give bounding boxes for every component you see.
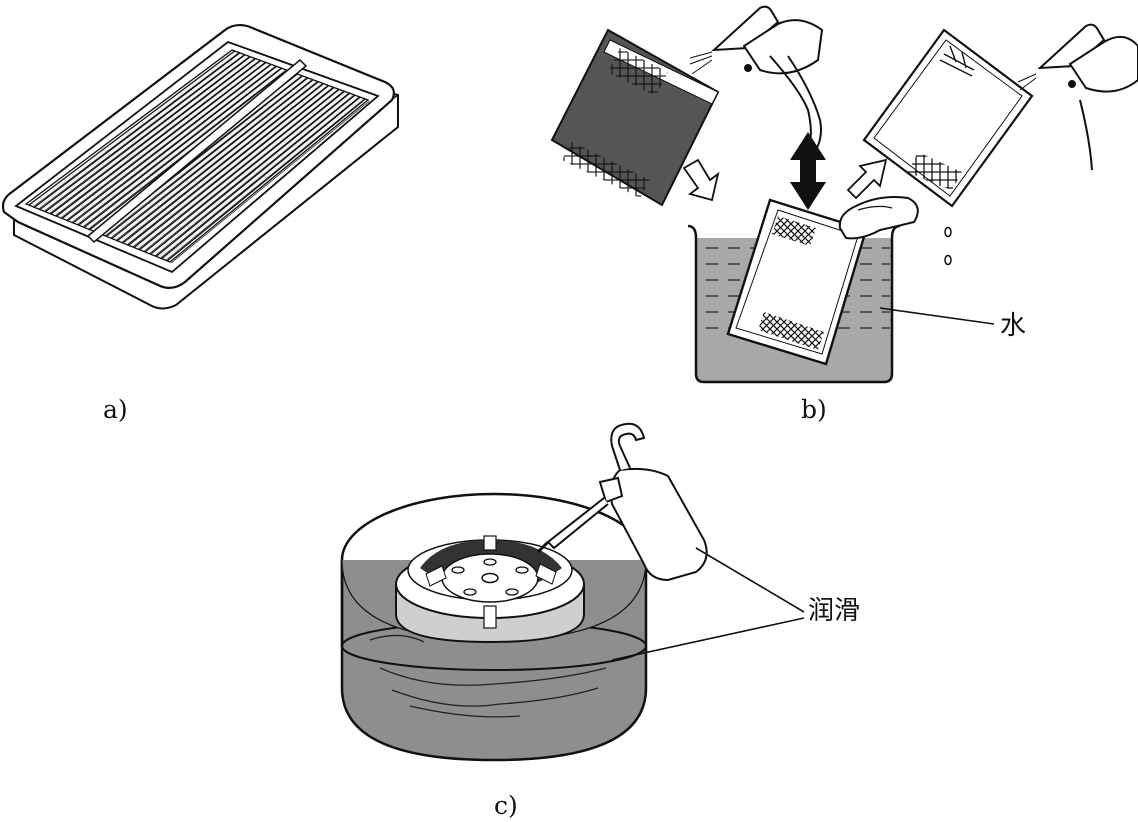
pleat-line [60,62,265,219]
caption-c: c) [494,791,518,820]
spray-bottle-left [711,5,824,157]
pleat-line [165,98,365,261]
panel-lubrication [340,422,805,762]
pleat-line [39,54,246,211]
pleat-line [128,85,330,246]
pleat-line [32,52,239,208]
oil-ripples [369,634,607,718]
pleat-line [49,58,255,215]
pleat-line [133,87,335,248]
pleat-line [33,52,241,208]
lubricate-label: 润滑 [808,596,861,626]
pleat-line [143,91,344,253]
pleat-line [65,64,271,221]
pleat-line [43,56,250,212]
pleat-line [71,66,276,224]
pleat-line [132,87,333,248]
pleat-line [137,89,339,250]
pleat-line [139,88,340,251]
pleat-line [171,100,370,264]
arrow-into-water [682,158,720,202]
pleat-line [54,60,260,217]
pleat-line [45,56,251,213]
pleat-line [126,85,328,246]
pleat-line [104,77,307,237]
water-drop [944,226,952,238]
pleat-line [28,50,235,206]
caption-b: b) [801,395,827,424]
pleat-line [155,94,356,257]
caption-a: a) [103,395,128,424]
pleat-line [38,54,245,210]
dipped-filter [726,198,868,366]
pleat-line [148,93,349,255]
bearing [395,535,585,644]
pleat-line [150,92,351,255]
panel-air-filter [1,23,399,310]
panel-washing [550,5,1138,384]
pleat-line [82,69,286,228]
lube-leader-line [611,617,805,661]
lube-leader-line [695,547,805,613]
pleat-line [83,69,288,228]
pleat-line [56,60,262,217]
pleat-line [115,81,318,241]
filter-pleats [28,50,370,264]
pleat-line [67,63,272,222]
clean-filter [862,28,1034,208]
spray-bottle-right [1037,23,1138,171]
up-down-arrow [790,132,826,210]
pleat-line [61,62,267,219]
filter-center-rib [86,58,308,244]
pleat-line [72,65,277,224]
pleat-line [105,77,309,237]
water-label: 水 [1000,311,1027,341]
water-drop [944,254,952,266]
pleat-line [50,58,256,215]
pleat-line [166,98,366,262]
pleat-line [111,79,314,240]
dirty-filter [550,28,720,207]
arrow-out-of-water [846,158,888,200]
pleat-line [110,79,313,239]
pleat-line [121,83,323,244]
pleat-line [122,83,324,244]
pleat-line [159,96,360,259]
pleat-line [144,90,345,253]
pleat-line [161,96,361,260]
pleat-line [154,94,354,257]
pleat-line [117,81,319,242]
pleat-line [78,67,283,226]
pleat-line [76,68,281,226]
hand [838,196,919,240]
water-leader-line [879,307,995,325]
oil-bottle [536,422,708,582]
